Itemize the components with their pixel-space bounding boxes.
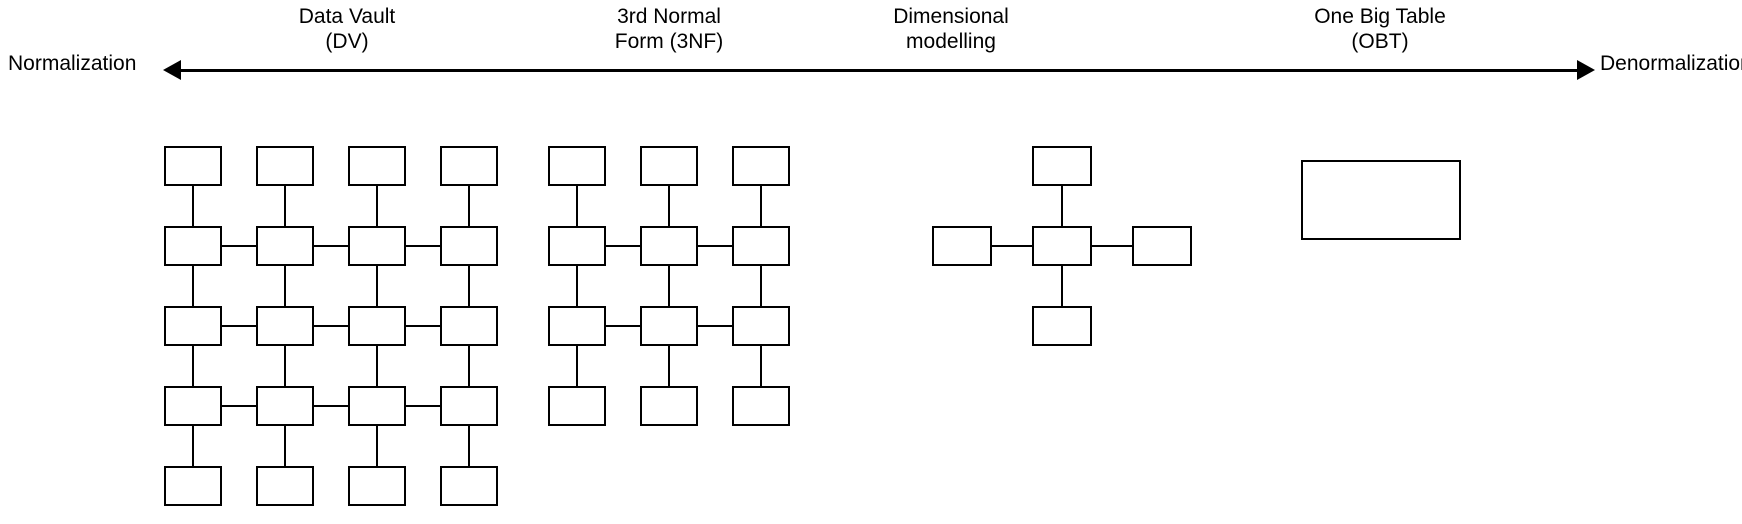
connector-vertical xyxy=(191,266,195,306)
connector-vertical xyxy=(191,426,195,466)
stage-label-one-big-table: One Big Table (OBT) xyxy=(1314,5,1446,53)
arrow-right-icon xyxy=(1577,60,1595,80)
table-node xyxy=(348,146,406,186)
table-node xyxy=(732,226,790,266)
table-node xyxy=(440,386,498,426)
connector-horizontal xyxy=(406,404,440,408)
table-node xyxy=(548,226,606,266)
connector-vertical xyxy=(1060,266,1064,306)
connector-horizontal xyxy=(406,324,440,328)
arrow-left-icon xyxy=(163,60,181,80)
connector-vertical xyxy=(467,186,471,226)
connector-horizontal xyxy=(222,324,256,328)
connector-vertical xyxy=(759,266,763,306)
table-node xyxy=(1132,226,1192,266)
connector-horizontal xyxy=(606,324,640,328)
connector-horizontal xyxy=(314,404,348,408)
table-node xyxy=(348,306,406,346)
connector-horizontal xyxy=(992,244,1032,248)
connector-horizontal xyxy=(406,244,440,248)
connector-vertical xyxy=(283,266,287,306)
table-node xyxy=(348,226,406,266)
table-node xyxy=(1032,226,1092,266)
table-node xyxy=(640,146,698,186)
connector-vertical xyxy=(575,186,579,226)
table-node xyxy=(440,466,498,506)
table-node xyxy=(440,306,498,346)
stage-label-data-vault: Data Vault (DV) xyxy=(298,5,396,53)
table-node xyxy=(164,466,222,506)
connector-vertical xyxy=(375,186,379,226)
connector-vertical xyxy=(375,266,379,306)
table-node xyxy=(548,146,606,186)
connector-vertical xyxy=(575,266,579,306)
table-node xyxy=(548,386,606,426)
connector-horizontal xyxy=(222,404,256,408)
table-node xyxy=(732,146,790,186)
connector-vertical xyxy=(467,346,471,386)
connector-horizontal xyxy=(1092,244,1132,248)
table-node xyxy=(732,386,790,426)
connector-vertical xyxy=(1060,186,1064,226)
axis-label-normalization: Normalization xyxy=(8,52,137,75)
connector-vertical xyxy=(191,346,195,386)
table-node xyxy=(548,306,606,346)
table-node xyxy=(256,146,314,186)
connector-horizontal xyxy=(222,244,256,248)
connector-vertical xyxy=(467,426,471,466)
connector-vertical xyxy=(283,426,287,466)
table-node xyxy=(164,306,222,346)
connector-horizontal xyxy=(314,324,348,328)
table-node xyxy=(164,386,222,426)
connector-vertical xyxy=(467,266,471,306)
connector-vertical xyxy=(667,266,671,306)
table-node xyxy=(256,306,314,346)
connector-vertical xyxy=(759,346,763,386)
connector-vertical xyxy=(191,186,195,226)
connector-vertical xyxy=(375,346,379,386)
table-node xyxy=(1032,306,1092,346)
axis-line xyxy=(175,69,1580,72)
table-node xyxy=(440,146,498,186)
table-node xyxy=(348,466,406,506)
connector-vertical xyxy=(667,346,671,386)
table-node xyxy=(164,226,222,266)
table-node xyxy=(348,386,406,426)
table-node xyxy=(640,306,698,346)
connector-horizontal xyxy=(314,244,348,248)
table-node xyxy=(1032,146,1092,186)
table-node xyxy=(256,226,314,266)
connector-vertical xyxy=(375,426,379,466)
connector-vertical xyxy=(283,346,287,386)
table-node xyxy=(440,226,498,266)
table-node xyxy=(256,386,314,426)
connector-horizontal xyxy=(698,324,732,328)
connector-horizontal xyxy=(606,244,640,248)
connector-vertical xyxy=(759,186,763,226)
connector-vertical xyxy=(283,186,287,226)
axis-label-denormalization: Denormalization xyxy=(1600,52,1742,75)
table-node xyxy=(164,146,222,186)
table-node xyxy=(256,466,314,506)
stage-label-dimensional-modelling: Dimensional modelling xyxy=(893,5,1009,53)
connector-horizontal xyxy=(698,244,732,248)
table-node xyxy=(732,306,790,346)
table-node xyxy=(932,226,992,266)
table-node-one-big-table xyxy=(1301,160,1461,240)
connector-vertical xyxy=(575,346,579,386)
table-node xyxy=(640,226,698,266)
stage-label-third-normal-form: 3rd Normal Form (3NF) xyxy=(614,5,724,53)
table-node xyxy=(640,386,698,426)
connector-vertical xyxy=(667,186,671,226)
